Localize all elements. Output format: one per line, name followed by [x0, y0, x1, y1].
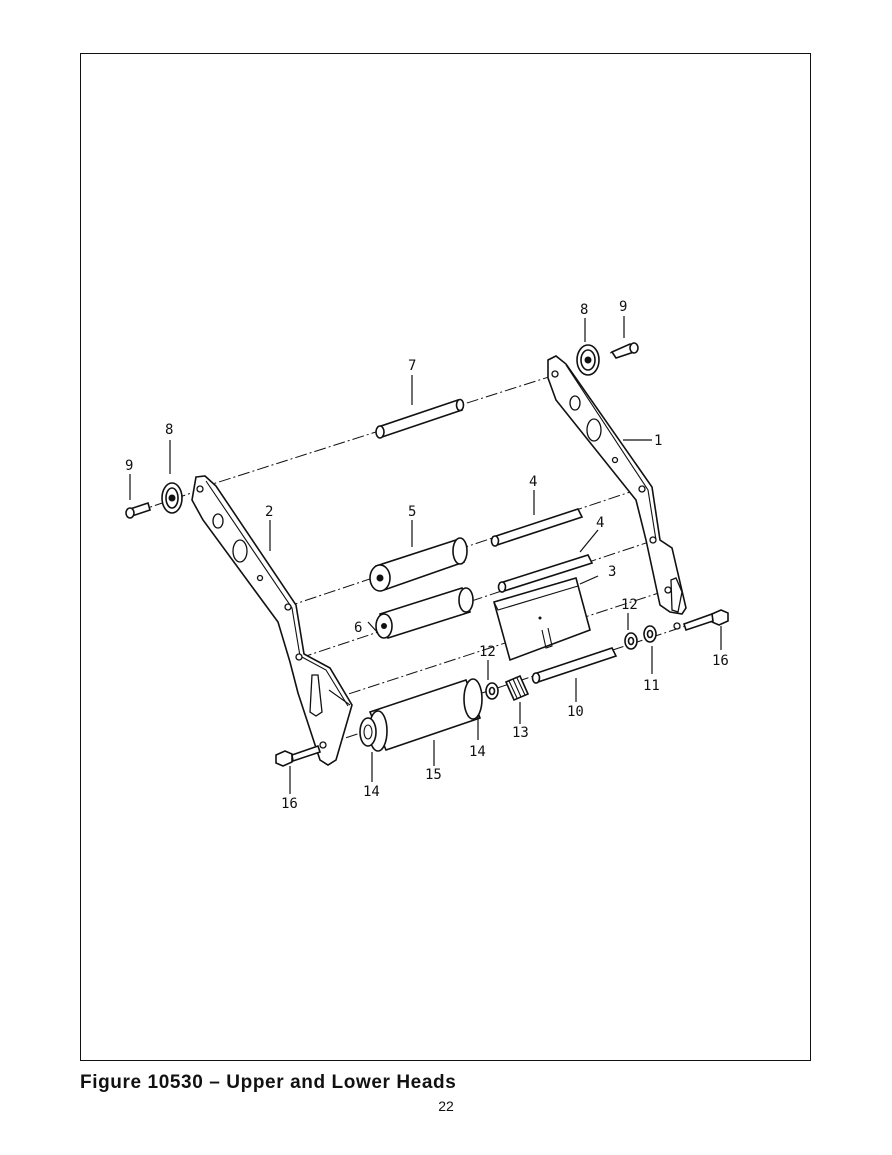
lower-shaft [531, 647, 618, 684]
callout-8-right: 8 [580, 302, 588, 318]
callout-6: 6 [354, 620, 362, 636]
hex-bolt-right [682, 609, 729, 632]
side-plate-left [191, 475, 353, 766]
callout-16-left: 16 [281, 796, 298, 812]
side-plate-right [547, 355, 687, 630]
washer-right [624, 632, 638, 650]
callout-14-left: 14 [363, 784, 380, 800]
callout-9-right: 9 [619, 299, 627, 315]
page-number: 22 [438, 1098, 454, 1114]
large-roller [359, 678, 483, 752]
figure-caption: Figure 10530 – Upper and Lower Heads [80, 1072, 457, 1093]
callout-2: 2 [265, 504, 273, 520]
shoulder-screw-left [125, 501, 151, 519]
spacer-pin-upper [490, 508, 584, 547]
guide-plate [493, 577, 591, 662]
callout-14-right: 14 [469, 744, 486, 760]
callout-13: 13 [512, 725, 529, 741]
callout-11: 11 [643, 678, 660, 694]
washer-left [485, 682, 499, 700]
spring [504, 674, 530, 702]
spacer-pin-lower [497, 554, 594, 593]
callout-15: 15 [425, 767, 442, 783]
callout-12-right: 12 [621, 597, 638, 613]
callout-3: 3 [608, 564, 616, 580]
callout-9-left: 9 [125, 458, 133, 474]
flanged-roller [369, 537, 468, 592]
callout-8-left: 8 [165, 422, 173, 438]
callout-12-left: 12 [479, 644, 496, 660]
leader-lines [129, 316, 722, 794]
callout-4-upper: 4 [529, 474, 537, 490]
bearing-right [576, 344, 600, 376]
callout-labels: 1 2 3 4 4 5 6 7 8 8 9 9 10 11 12 12 13 1… [125, 299, 729, 812]
callout-5: 5 [408, 504, 416, 520]
callout-7: 7 [408, 358, 416, 374]
callout-16-right: 16 [712, 653, 729, 669]
shoulder-screw-right [610, 342, 639, 359]
upper-shaft [375, 398, 465, 439]
plain-roller [375, 586, 474, 640]
bearing-left [161, 482, 183, 514]
callout-4-lower: 4 [596, 515, 604, 531]
figure-frame [80, 53, 811, 1061]
flat-washer [643, 625, 657, 643]
callout-10: 10 [567, 704, 584, 720]
hex-bolt-left [275, 744, 322, 767]
callout-1: 1 [654, 433, 662, 449]
